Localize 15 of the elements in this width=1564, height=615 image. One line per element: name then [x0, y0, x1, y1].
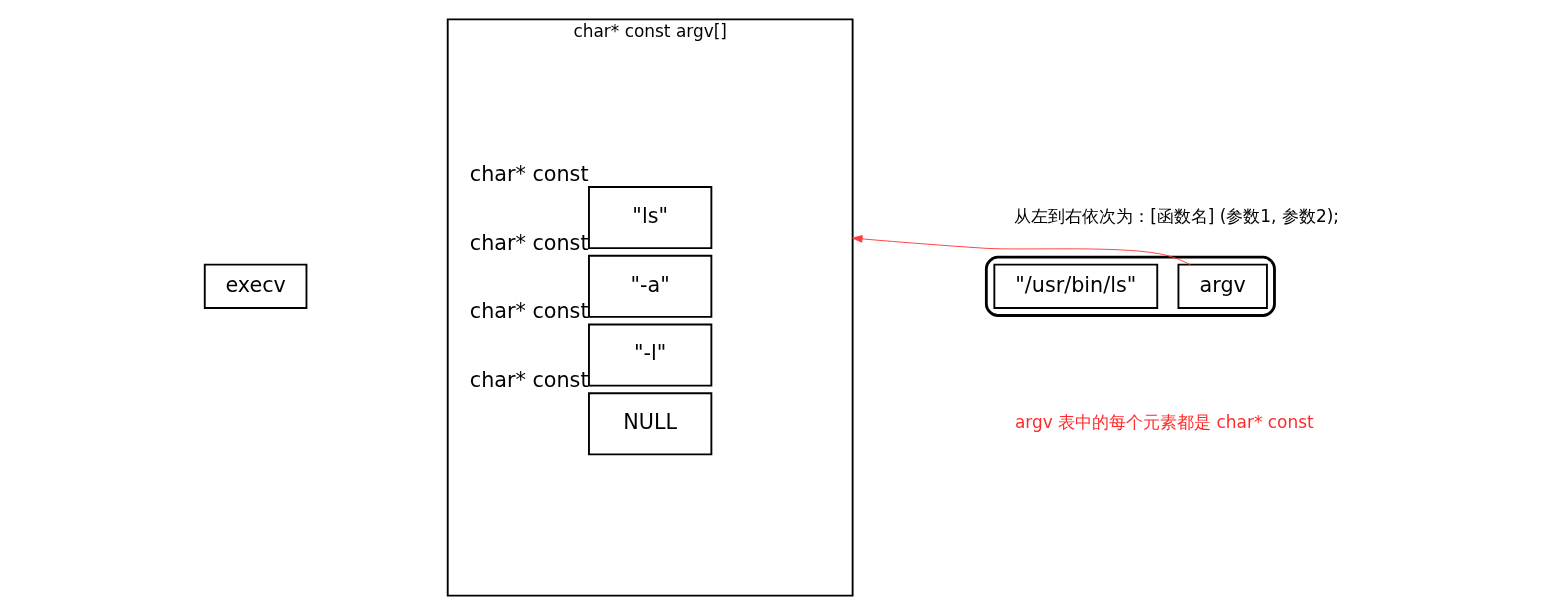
node-box: "-l"	[588, 323, 713, 387]
node-label: char* const	[469, 299, 589, 324]
node-box: NULL	[588, 392, 713, 456]
node-box: execv	[203, 263, 308, 309]
label: 从左到右依次为：[函数名] (参数1, 参数2);	[1014, 205, 1339, 226]
cluster	[984, 255, 1276, 317]
node-box: "ls"	[588, 186, 713, 250]
arrow	[852, 235, 1191, 266]
node-label: char* const	[469, 161, 589, 186]
node-label: char* const	[469, 368, 589, 393]
node-box: "-a"	[588, 254, 713, 318]
node-label: char* const	[469, 230, 589, 255]
label: argv 表中的每个元素都是 char* const	[1014, 411, 1314, 432]
node-box: "/usr/bin/ls"	[993, 263, 1159, 309]
node-box: argv	[1177, 263, 1268, 309]
